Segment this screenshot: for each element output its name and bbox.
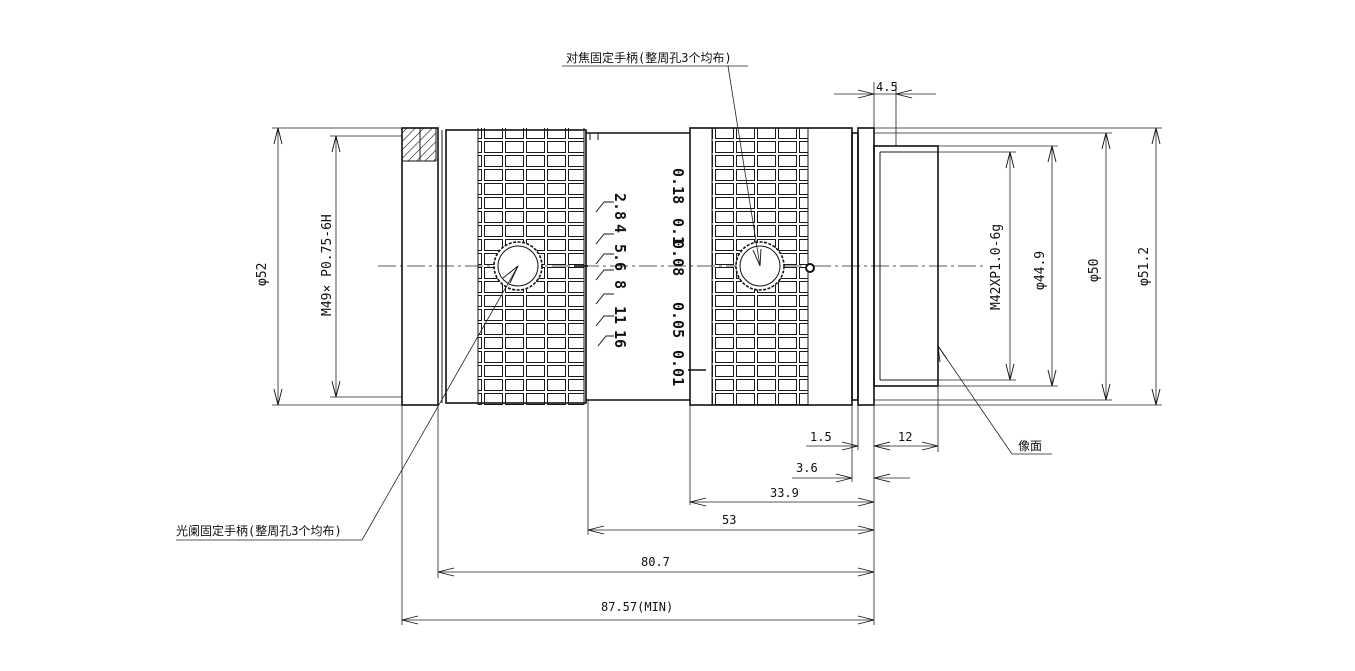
dim-front-thread <box>330 135 402 398</box>
aperture-2-8: 2.8 <box>611 193 629 220</box>
aperture-8: 8 <box>611 280 629 289</box>
dim-rear-thread-label: M42XP1.0-6g <box>989 224 1004 310</box>
index-dot <box>805 263 815 273</box>
iris-handle-leader <box>176 265 519 541</box>
image-plane-leader <box>937 345 1052 455</box>
dim-rear-thread <box>938 151 1016 381</box>
image-plane-label: 像面 <box>1018 439 1042 453</box>
dim-87-57 <box>401 615 875 625</box>
aperture-5-6: 5.6 <box>611 244 629 271</box>
dim-d52 <box>272 127 402 406</box>
dim-33-9 <box>689 497 875 507</box>
dim-d44-9-label: φ44.9 <box>1033 251 1048 290</box>
focus-handle-leader <box>562 65 762 267</box>
dim-d52-label: φ52 <box>255 263 270 286</box>
dim-front-thread-label: M49× P0.75-6H <box>320 214 335 316</box>
aperture-4: 4 <box>611 224 629 233</box>
focus-0-05: 0.05 <box>669 302 687 338</box>
dim-3-6-label: 3.6 <box>796 461 818 475</box>
dim-33-9-label: 33.9 <box>770 486 799 500</box>
dim-12 <box>874 441 939 451</box>
focus-0-08: 0.08 <box>669 240 687 276</box>
dim-4-5-label: 4.5 <box>876 80 898 94</box>
aperture-16: 16 <box>611 330 629 348</box>
dim-d51-2 <box>874 127 1162 406</box>
focus-0-01: 0.01 <box>669 350 687 386</box>
focus-0-1: 0.1 <box>669 218 687 245</box>
dim-3-6 <box>792 473 910 483</box>
dim-12-label: 12 <box>898 430 912 444</box>
dim-87-57-label: 87.57(MIN) <box>601 600 673 614</box>
iris-handle-label: 光阑固定手柄(整周孔3个均布) <box>176 523 342 538</box>
dim-d50-label: φ50 <box>1087 259 1102 282</box>
dim-53 <box>587 525 875 535</box>
dim-1-5-label: 1.5 <box>810 430 832 444</box>
dim-80-7-label: 80.7 <box>641 555 670 569</box>
focus-0-18: 0.18 <box>669 168 687 204</box>
focus-handle-label: 对焦固定手柄(整周孔3个均布) <box>566 50 732 65</box>
aperture-scale-ticks <box>595 201 614 347</box>
dim-d50 <box>874 132 1112 401</box>
dim-53-label: 53 <box>722 513 736 527</box>
dim-4-5 <box>834 82 936 146</box>
dim-d51-2-label: φ51.2 <box>1137 247 1152 286</box>
aperture-11: 11 <box>611 306 629 324</box>
dim-80-7 <box>437 567 875 577</box>
dim-d44-9 <box>938 145 1058 387</box>
